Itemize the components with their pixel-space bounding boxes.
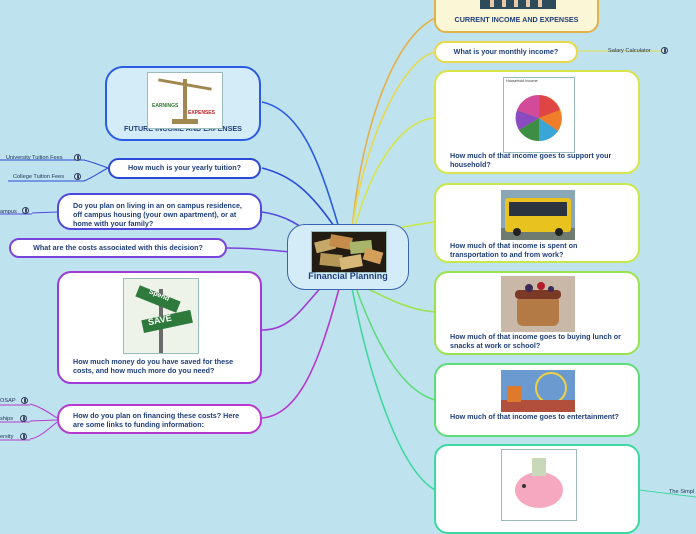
node-household[interactable]: Household Income How much of that income… [434, 70, 640, 174]
node-current-income[interactable]: CURRENT INCOME AND EXPENSES [434, 0, 599, 33]
tuition-label: How much is your yearly tuition? [127, 163, 242, 173]
node-future-income[interactable]: EARNINGS EXPENSES FUTURE INCOME AND EXPE… [105, 66, 261, 141]
living-label: Do you plan on living in an on campus re… [73, 201, 242, 228]
entertainment-label: How much of that income goes to entertai… [450, 412, 619, 421]
piggy-bank-image [501, 449, 577, 521]
pancakes-image [501, 276, 575, 332]
globe-icon[interactable] [20, 415, 27, 422]
earnings-label: EARNINGS [152, 103, 179, 109]
node-living[interactable]: Do you plan on living in an on campus re… [57, 193, 262, 230]
node-transportation[interactable]: How much of that income is spent on tran… [434, 183, 640, 263]
financing-label: How do you plan on financing these costs… [73, 411, 240, 429]
transportation-label: How much of that income is spent on tran… [450, 241, 578, 259]
node-costs[interactable]: What are the costs associated with this … [9, 238, 227, 258]
globe-icon[interactable] [22, 207, 29, 214]
salary-calculator-link[interactable]: Salary Calculator [608, 48, 651, 54]
scholarships-link[interactable]: ships [0, 416, 14, 422]
university-fees-link[interactable]: University Tuition Fees [6, 155, 63, 161]
node-lunch[interactable]: How much of that income goes to buying l… [434, 271, 640, 355]
fairground-image [501, 370, 575, 412]
monthly-income-label: What is your monthly income? [453, 46, 559, 56]
node-saved[interactable]: Spend SAVE How much money do you have sa… [57, 271, 262, 384]
node-entertainment[interactable]: How much of that income goes to entertai… [434, 363, 640, 437]
hands-image [480, 0, 556, 9]
money-image [311, 231, 387, 273]
globe-icon[interactable] [20, 433, 27, 440]
campus-link[interactable]: ampus [0, 209, 17, 215]
costs-label: What are the costs associated with this … [33, 242, 203, 252]
node-tuition[interactable]: How much is your yearly tuition? [108, 158, 261, 179]
college-fees-link[interactable]: College Tuition Fees [13, 174, 64, 180]
globe-icon[interactable] [74, 173, 81, 180]
saved-label: How much money do you have saved for the… [73, 357, 234, 375]
central-topic[interactable]: Financial Planning [287, 224, 409, 290]
household-pie-image: Household Income [503, 77, 575, 153]
scale-image: EARNINGS EXPENSES [147, 72, 223, 129]
node-savings[interactable] [434, 444, 640, 534]
central-title: Financial Planning [308, 271, 388, 282]
globe-icon[interactable] [661, 47, 668, 54]
expenses-label: EXPENSES [188, 110, 215, 116]
current-income-label: CURRENT INCOME AND EXPENSES [454, 15, 579, 25]
simple-link[interactable]: The Simpl [669, 489, 695, 495]
household-chart-title: Household Income [506, 79, 538, 83]
lunch-label: How much of that income goes to buying l… [450, 332, 621, 350]
node-financing[interactable]: How do you plan on financing these costs… [57, 404, 262, 434]
globe-icon[interactable] [74, 154, 81, 161]
street-sign-image: Spend SAVE [123, 278, 199, 354]
globe-icon[interactable] [21, 397, 28, 404]
bus-image [501, 190, 575, 240]
osap-link[interactable]: OSAP [0, 398, 16, 404]
household-label: How much of that income goes to support … [450, 151, 612, 169]
university-link[interactable]: ersity [0, 434, 14, 440]
node-monthly-income[interactable]: What is your monthly income? [434, 41, 578, 63]
